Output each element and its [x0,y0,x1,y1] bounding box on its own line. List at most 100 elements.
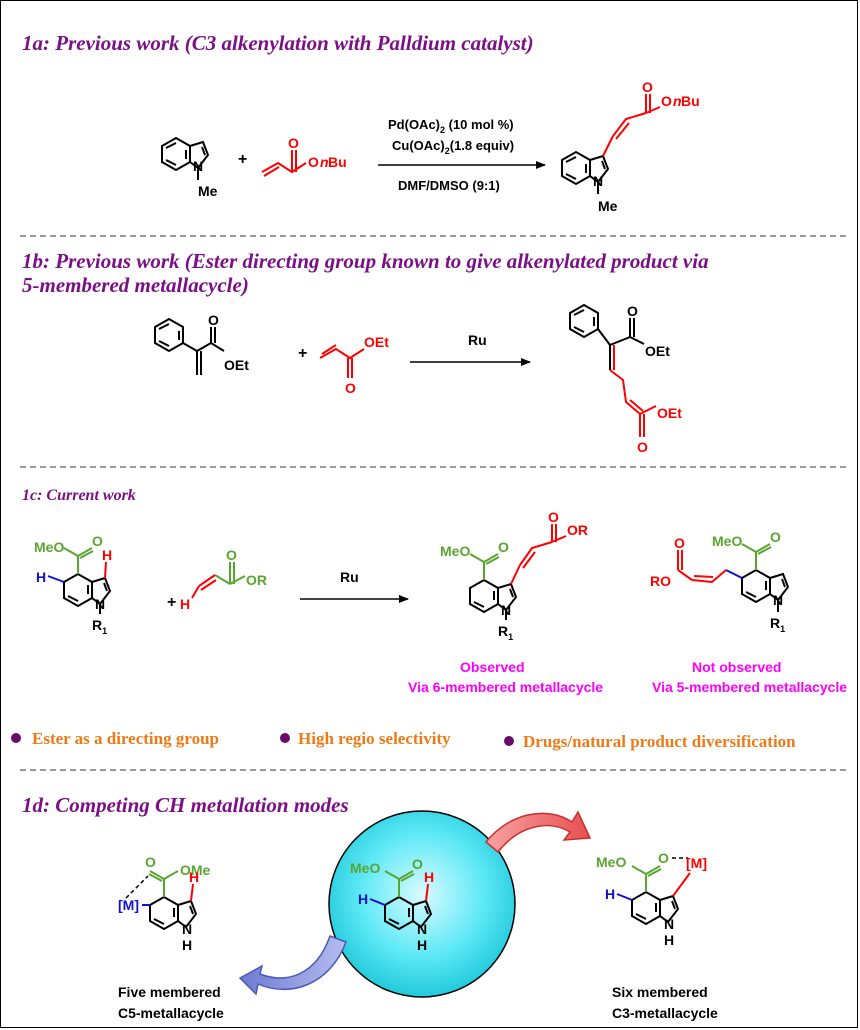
c5-coordination [125,875,149,899]
observed-label: Observed [460,659,525,675]
central-c5-h-bond [369,898,386,906]
product-1b-carbonyl-o: O [627,303,638,319]
central-carbonyl-o: O [412,856,423,872]
reagent-1c-vinyl [198,574,217,591]
section-1b-title-line2: 5-membered metallacycle) [22,273,249,297]
left-caption-2: C5-metallacycle [118,1005,224,1021]
c5-carbonyl-o: O [145,854,156,870]
atropate-carbonyl-o: O [208,312,219,328]
central-sphere [328,810,516,998]
c3-c5-h: H [605,886,615,902]
product-me: Me [598,198,618,214]
right-caption-2: C3-metallacycle [612,1005,718,1021]
ethyl-acrylate-oet: OEt [364,334,389,350]
start-c5-h-bond [47,575,65,583]
not-observed-carbonyl-o: O [770,529,781,545]
c3-c5-h-bond [616,893,633,901]
start-meo: MeO [34,539,64,555]
observed-acrylate-o: O [548,509,559,525]
not-observed-label: Not observed [692,659,781,675]
reagent-h-bond [191,585,200,599]
section-1a-title: 1a: Previous work (C3 alkenylation with … [22,31,534,55]
start-n: N [95,596,105,612]
not-observed-acrylate-o: O [674,535,685,551]
product-bu: Bu [681,93,700,109]
observed-meo: MeO [440,543,470,559]
not-observed-acrylate [677,550,727,584]
plus-1a: + [238,151,247,168]
bullet-dot-2 [280,733,290,743]
c3-nh-h: H [664,932,674,948]
c3-meo: MeO [596,854,626,870]
starting-indole [63,572,112,614]
observed-ester [469,553,500,580]
not-observed-ester [741,543,772,570]
condition-solvent: DMF/DMSO (9:1) [398,178,500,193]
reagent-1c-ester [214,562,246,585]
central-c3-h-bond [425,883,429,902]
central-c3-h: H [424,869,434,885]
catalyst-1b: Ru [468,332,487,348]
section-dividers [20,235,850,771]
start-c3-h-bond [104,561,107,579]
c3-metallacycle-indole [631,890,680,926]
left-caption-1: Five membered [118,984,221,1000]
ethyl-acrylate-o: O [345,380,356,396]
central-n: N [417,921,427,937]
observed-via-label: Via 6-membered metallacycle [408,679,603,695]
section-1b-title-line1: 1b: Previous work (Ester directing group… [22,249,709,273]
central-meo: MeO [350,860,380,876]
central-ester [384,870,415,897]
bullet-1: Ester as a directing group [32,729,219,748]
arrow-to-c3-metallacycle [484,810,592,854]
butyl-acrylate [261,150,307,177]
condition-pd: Pd(OAc)2 (10 mol %) [388,117,514,135]
c3-m-bond [672,872,691,897]
central-c5-h: H [358,891,368,907]
plus-1c: + [167,594,176,611]
catalyst-1c: Ru [340,569,359,585]
c5-n: N [182,921,192,937]
condition-cu: Cu(OAc)2(1.8 equiv) [392,138,514,156]
not-observed-c5-bond [725,569,743,579]
observed-acrylate-or: OR [567,522,588,538]
c3-carbonyl-o: O [658,850,669,866]
c3-ester [631,865,662,892]
central-nh-h: H [417,937,427,953]
start-c5-h: H [36,569,46,585]
reagent-h: H [180,596,190,612]
acrylate-bu: Bu [328,154,347,170]
c5-ester [148,870,179,897]
reagent-1c-or: OR [246,572,267,588]
bullet-dot-1 [11,733,21,743]
start-carbonyl-o: O [92,533,103,549]
product-1b-o-bottom: O [637,439,648,455]
c5-m: [M] [118,897,139,913]
not-observed-ro: RO [650,573,671,589]
product-n-atom: N [593,173,603,189]
c5-nh-h: H [182,937,192,953]
right-caption-1: Six membered [612,984,708,1000]
bullet-3: Drugs/natural product diversification [523,732,796,751]
product-1b-oet-bottom: OEt [657,405,682,421]
c3-n: N [664,916,674,932]
observed-n: N [501,602,511,618]
c3-m: [M] [686,855,707,871]
section-1d-title: 1d: Competing CH metallation modes [22,793,349,817]
bullet-dot-3 [504,736,514,746]
central-indole [384,895,433,931]
acrylate-carbonyl-o: O [288,135,299,151]
not-observed-r1: R1 [770,615,785,634]
c5-ome: OMe [180,862,211,878]
observed-acrylate [510,524,567,585]
n-atom: N [193,158,203,174]
acrylate-ester-o: O [308,154,319,170]
observed-carbonyl-o: O [498,539,509,555]
product-n: n [673,93,682,109]
n-methylindole [161,136,210,180]
product-carbonyl-o: O [642,79,653,95]
product-1a-indole [561,150,610,194]
plus-1b: + [298,345,307,362]
atropate-oet: OEt [224,357,249,373]
